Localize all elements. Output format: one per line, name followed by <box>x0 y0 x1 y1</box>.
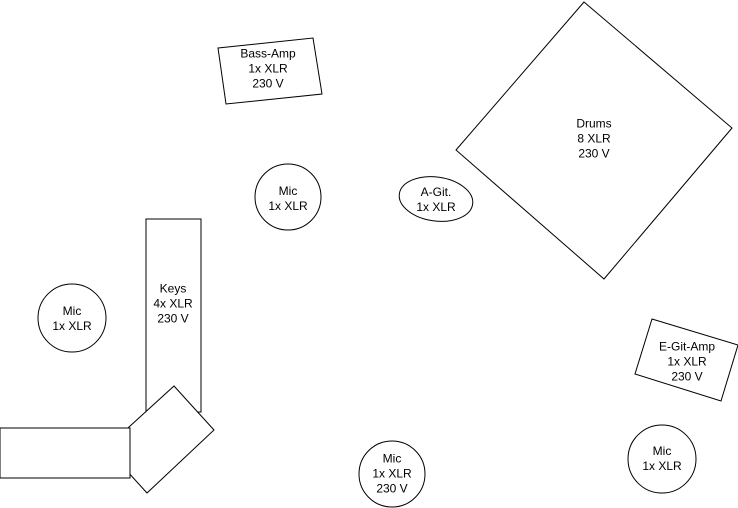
keys-label: Keys 4x XLR 230 V <box>153 281 193 326</box>
drums-riser[interactable] <box>455 1 733 280</box>
keys-angled-box[interactable] <box>105 385 215 494</box>
bass-amp-box[interactable] <box>217 37 323 105</box>
egit-amp-label: E-Git-Amp 1x XLR 230 V <box>658 339 716 384</box>
egit-amp-box[interactable] <box>634 318 738 402</box>
mic-left-label: Mic 1x XLR <box>52 304 92 333</box>
keys-stand[interactable] <box>145 218 202 413</box>
mic-center-circle[interactable] <box>254 163 322 231</box>
mic-left-circle[interactable] <box>37 283 107 353</box>
bass-amp-label: Bass-Amp 1x XLR 230 V <box>240 46 296 91</box>
mic-bottom-label: Mic 1x XLR 230 V <box>372 451 412 496</box>
mic-right-circle[interactable] <box>627 424 697 494</box>
mic-bottom-circle[interactable] <box>358 440 426 508</box>
acoustic-guitar-ellipse[interactable] <box>396 172 475 226</box>
keys-floor-box[interactable] <box>0 427 131 479</box>
mic-center-label: Mic 1x XLR <box>268 184 308 213</box>
mic-right-label: Mic 1x XLR <box>642 444 682 473</box>
acoustic-guitar-label: A-Git. 1x XLR <box>416 185 456 214</box>
drums-label: Drums 8 XLR 230 V <box>576 116 612 161</box>
